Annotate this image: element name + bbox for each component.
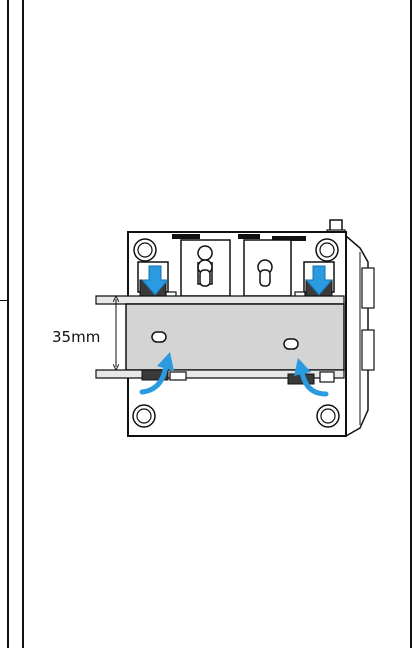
keyhole-mount-right xyxy=(243,239,292,297)
curved-arrow-icon xyxy=(294,358,329,397)
down-arrow-icon xyxy=(304,265,334,296)
left-panel-divider xyxy=(0,300,9,301)
dimension-marker: 35mm xyxy=(52,295,126,371)
left-panel-frame xyxy=(0,0,9,648)
dimension-label: 35mm xyxy=(52,328,100,346)
curved-arrow-icon xyxy=(139,352,174,395)
din-rail xyxy=(95,295,345,379)
keyhole-mount-left xyxy=(180,239,231,297)
corner-screw-holes xyxy=(132,238,340,428)
down-arrow-icon xyxy=(140,265,170,296)
right-panel-frame xyxy=(22,0,412,648)
bottom-latch-left xyxy=(141,369,187,381)
